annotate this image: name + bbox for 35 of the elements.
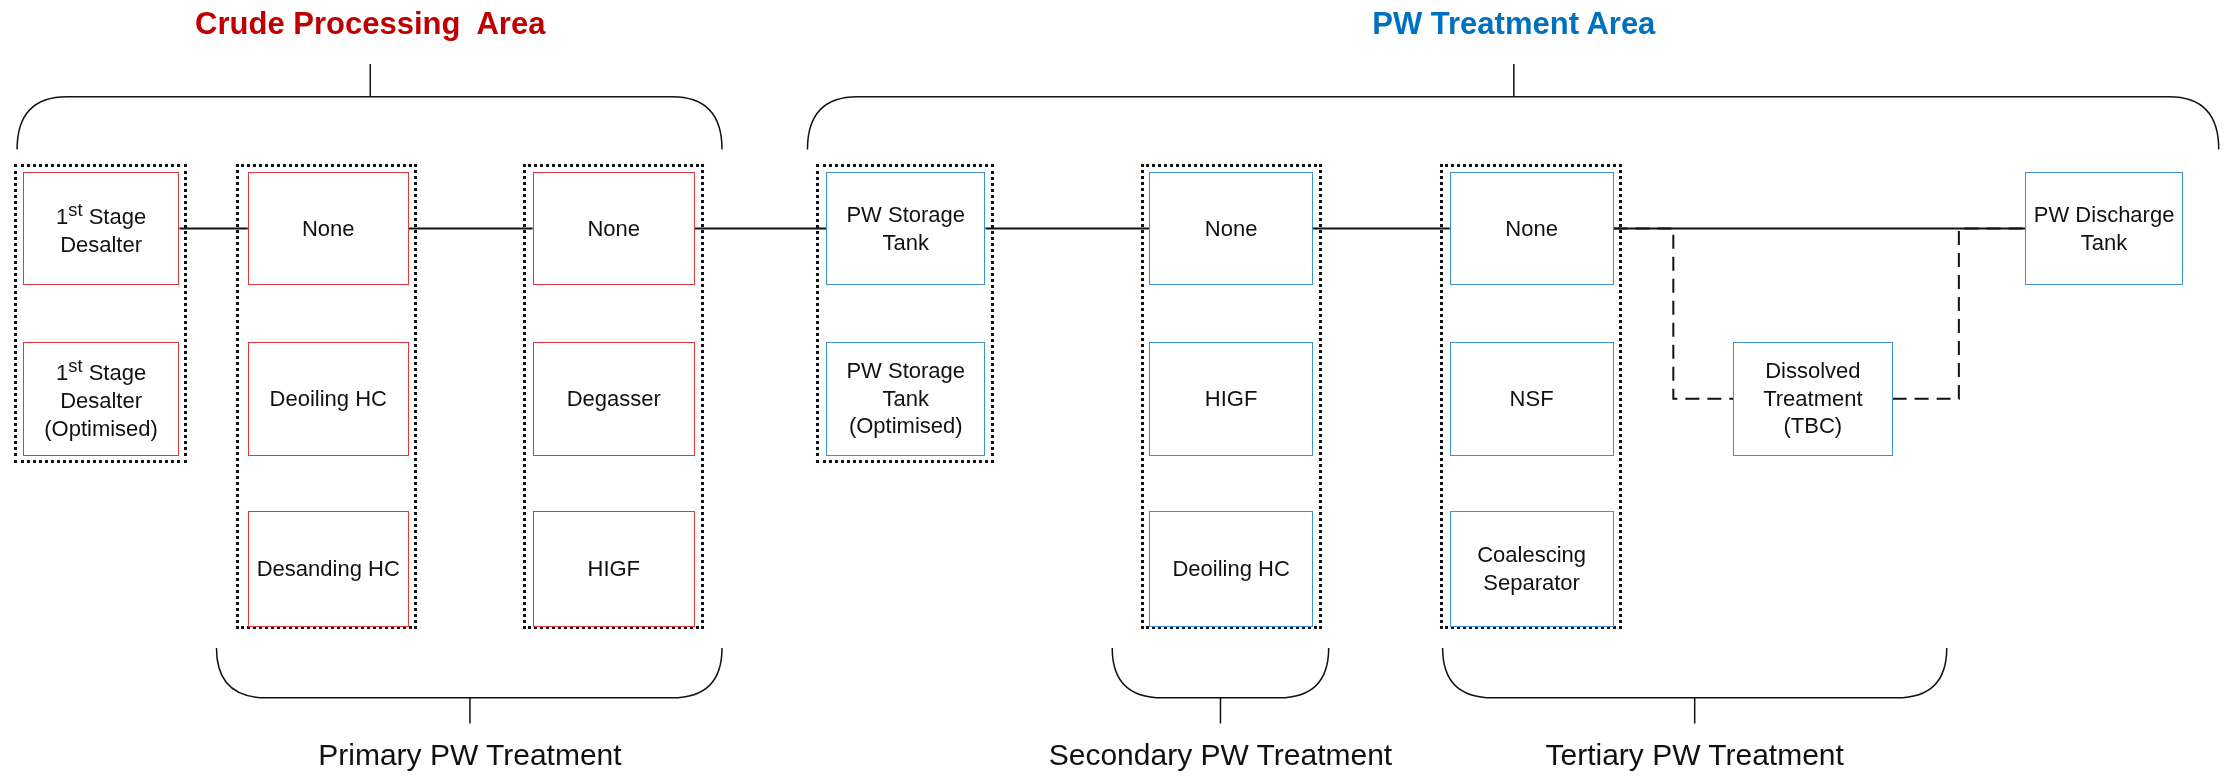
dotted-group-box [236,163,418,630]
process-box: None [247,172,409,285]
process-box: Coalescing Separator [1449,511,1614,627]
connector-line [693,227,827,230]
process-box: Dissolved Treatment (TBC) [1733,341,1893,456]
process-box: Deoiling HC [1149,511,1313,627]
process-box: Deoiling HC [247,341,409,456]
connector-line [1312,227,1451,230]
connector-line [1612,227,2027,230]
process-box: None [1449,172,1614,285]
process-box: 1$^{st}$ Stage Desalter [22,172,180,285]
dotted-group-box [522,163,704,630]
connector-line [407,227,534,230]
connector-line [178,227,249,230]
area-title: Crude Processing Area [195,5,546,42]
connector-line [984,227,1151,230]
stage-label: Tertiary PW Treatment [1545,737,1844,772]
process-box: PW Storage Tank (Optimised) [825,341,986,456]
dotted-group-box [14,163,187,463]
process-box: PW Discharge Tank [2025,172,2184,285]
process-box: None [1149,172,1313,285]
process-box: None [532,172,695,285]
process-box: HIGF [1149,341,1313,456]
process-box: HIGF [532,511,695,627]
stage-label: Secondary PW Treatment [1048,737,1393,772]
dotted-group-box [1140,163,1322,630]
dotted-group-box [816,163,994,463]
dotted-group-box [1439,163,1623,630]
process-box: Degasser [532,341,695,456]
area-title: PW Treatment Area [1372,5,1656,42]
process-box: Desanding HC [247,511,409,627]
process-box: PW Storage Tank [825,172,986,285]
process-box: 1$^{st}$ Stage Desalter (Optimised) [22,341,180,456]
stage-label: Primary PW Treatment [318,737,622,772]
process-box: NSF [1449,341,1614,456]
